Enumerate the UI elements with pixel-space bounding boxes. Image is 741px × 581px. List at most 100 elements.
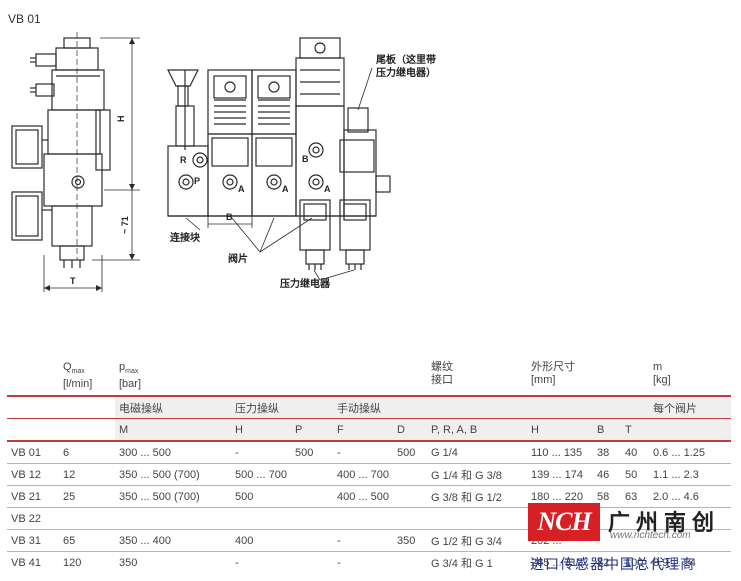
header-dimensions: 外形尺寸[mm] <box>531 361 575 386</box>
cell-m: 300 ... 500 <box>115 440 231 464</box>
cell-t: 63 <box>621 485 649 508</box>
cell-thread: G 3/8 和 G 1/2 <box>427 485 527 508</box>
cell-m <box>115 507 231 530</box>
cell-h: 400 <box>231 529 291 552</box>
dim-b-label: B <box>226 212 233 222</box>
cell-d <box>393 485 427 508</box>
port-p-label: P <box>194 176 200 186</box>
symbol-h: H <box>231 418 291 441</box>
port-a3-label: A <box>324 184 331 194</box>
cell-m: 350 ... 500 (700) <box>115 463 231 486</box>
cell-p <box>291 463 333 486</box>
cell-p <box>291 485 333 508</box>
cell-m: 2.0 ... 4.6 <box>649 485 731 508</box>
cell-d: 350 <box>393 529 427 552</box>
cell-q: 6 <box>59 440 115 464</box>
cell-b <box>593 507 621 530</box>
watermark-logo: NCH 广州南创 www.nchtech.com 进口传感器中国总代理商 <box>528 503 734 575</box>
cell-q <box>59 507 115 530</box>
header-mass: m[kg] <box>653 361 671 386</box>
symbol-f: F <box>333 418 393 441</box>
cell-m <box>649 507 731 530</box>
pressure-relay-label: 压力继电器 <box>280 279 330 290</box>
dim-h-label: H <box>116 116 126 123</box>
cell-m: 350 ... 400 <box>115 529 231 552</box>
cell-model: VB 22 <box>7 507 59 530</box>
cell-b: 38 <box>593 440 621 464</box>
cell-thread: G 1/4 <box>427 440 527 464</box>
cell-q: 12 <box>59 463 115 486</box>
header-qmax: Qmax[l/min] <box>63 361 93 391</box>
cell-b <box>593 529 621 552</box>
subheader-per-section: 每个阀片 <box>649 395 731 419</box>
symbol-dim-t: T <box>621 418 649 441</box>
technical-drawing: H ~ 71 T B R P A A B A <box>11 32 391 292</box>
valve-section-label: 阀片 <box>228 254 248 265</box>
cell-b: 82 <box>593 551 621 573</box>
side-view <box>11 32 140 292</box>
cell-t: 40 <box>621 440 649 464</box>
brand-slogan: 进口传感器中国总代理商 <box>530 556 695 572</box>
symbol-m: M <box>115 418 231 441</box>
brand-logo-box: NCH <box>528 503 600 541</box>
cell-thread <box>427 507 527 530</box>
symbol-p: P <box>291 418 333 441</box>
symbol-ports: P, R, A, B <box>427 418 527 441</box>
cell-q: 120 <box>59 551 115 573</box>
dim-t-label: T <box>70 276 76 286</box>
cell-thread: G 1/2 和 G 3/4 <box>427 529 527 552</box>
cell-f: 400 ... 700 <box>333 463 393 486</box>
symbol-d: D <box>393 418 427 441</box>
symbol-dim-h: H <box>527 418 593 441</box>
cell-model: VB 41 <box>7 551 59 573</box>
tail-plate-callout: 尾板（这里带 压力继电器） <box>376 54 436 80</box>
table-symbol-row: M H P F D P, R, A, B H B T <box>7 418 731 441</box>
cell-b: 46 <box>593 463 621 486</box>
cell-m <box>649 529 731 552</box>
cell-f: - <box>333 529 393 552</box>
port-a2-label: A <box>282 184 289 194</box>
cell-p <box>291 507 333 530</box>
port-r-label: R <box>180 155 187 165</box>
cell-f: 400 ... 500 <box>333 485 393 508</box>
subheader-pressure: 压力操纵 <box>231 395 333 419</box>
cell-dimh: 180 ... 220 <box>527 485 593 508</box>
header-thread: 螺纹接口 <box>431 361 453 386</box>
cell-model: VB 01 <box>7 440 59 464</box>
tail-plate-label-1: 尾板（这里带 <box>376 55 436 66</box>
cell-t <box>621 507 649 530</box>
cell-thread: G 1/4 和 G 3/8 <box>427 463 527 486</box>
cell-m: 350 ... 500 (700) <box>115 485 231 508</box>
cell-p <box>291 551 333 573</box>
brand-url: www.nchtech.com <box>610 530 691 541</box>
cell-h: 500 <box>231 485 291 508</box>
cell-m: 8.9 ... 14 <box>649 551 731 573</box>
cell-dimh: 139 ... 174 <box>527 463 593 486</box>
cell-thread: G 3/4 和 G 1 <box>427 551 527 573</box>
cell-h: - <box>231 440 291 464</box>
header-pmax: pmax[bar] <box>119 361 142 391</box>
cell-d <box>393 507 427 530</box>
symbol-dim-b: B <box>593 418 621 441</box>
page-title: VB 01 <box>8 12 41 26</box>
cell-h: 500 ... 700 <box>231 463 291 486</box>
cell-model: VB 31 <box>7 529 59 552</box>
table-header-row: Qmax[l/min] pmax[bar] 螺纹接口 外形尺寸[mm] m[kg… <box>7 358 731 396</box>
table-subheader-row: 电磁操纵 压力操纵 手动操纵 每个阀片 <box>7 395 731 419</box>
cell-h <box>231 507 291 530</box>
cell-f: - <box>333 440 393 464</box>
subheader-manual: 手动操纵 <box>333 395 427 419</box>
cell-d <box>393 551 427 573</box>
cell-m: 1.1 ... 2.3 <box>649 463 731 486</box>
cell-q: 25 <box>59 485 115 508</box>
cell-d <box>393 463 427 486</box>
cell-t <box>621 529 649 552</box>
cell-b: 58 <box>593 485 621 508</box>
cell-f: - <box>333 551 393 573</box>
cell-p: 500 <box>291 440 333 464</box>
cell-h: - <box>231 551 291 573</box>
cell-model: VB 12 <box>7 463 59 486</box>
